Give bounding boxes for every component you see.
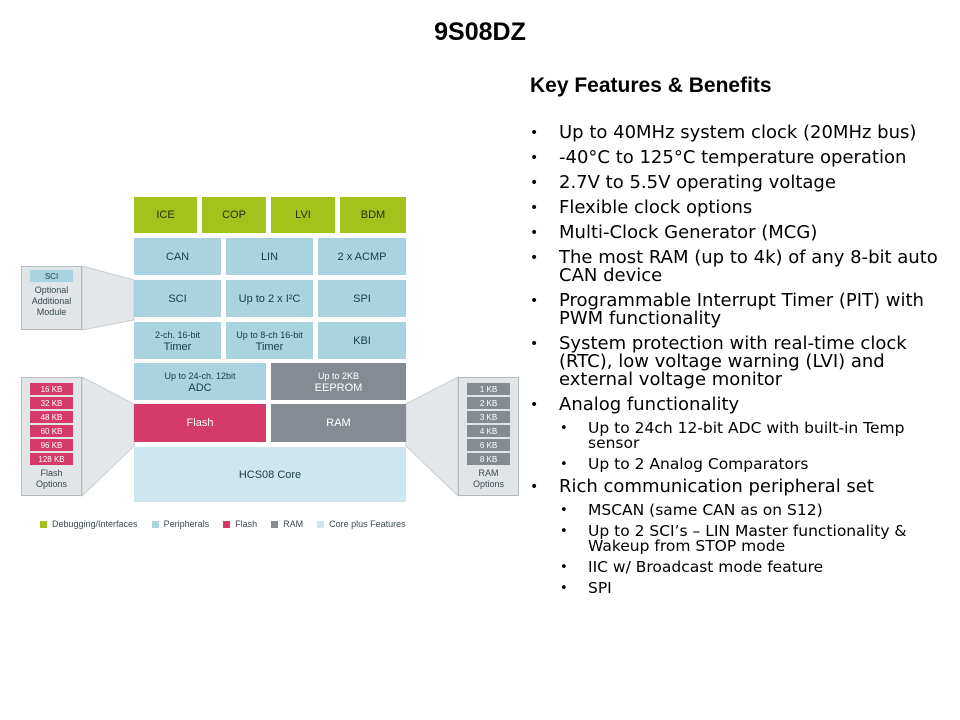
flash-options-caption: Flash Options (22, 468, 81, 490)
legend-label: RAM (283, 519, 304, 529)
legend-item: Flash (223, 519, 257, 529)
ram-option-chip: 4 KB (467, 425, 510, 437)
feature-subitem: Up to 24ch 12-bit ADC with built-in Temp… (530, 420, 950, 451)
key-features-heading: Key Features & Benefits (530, 74, 772, 97)
ice-block: ICE (134, 197, 197, 233)
feature-subitem: MSCAN (same CAN as on S12) (530, 502, 950, 518)
flash-options-caption-line: Flash (40, 468, 63, 478)
acmp-block: 2 x ACMP (318, 238, 406, 275)
legend-label: Flash (235, 519, 258, 529)
feature-item: -40°C to 125°C temperature operation (530, 149, 950, 168)
eeprom-detail: Up to 2KB (317, 370, 360, 381)
timer-8ch-detail: Up to 8-ch 16-bit (236, 329, 303, 340)
flash-option-chip: 96 KB (30, 439, 73, 451)
sci-option-connector (81, 265, 135, 331)
ram-options-panel: 1 KB 2 KB 3 KB 4 KB 6 KB 8 KB RAM Options (458, 377, 519, 496)
feature-item: Analog functionality (530, 396, 950, 415)
legend-item: RAM (271, 519, 303, 529)
sci-option-panel: SCI Optional Additional Module (21, 266, 82, 330)
eeprom-block: Up to 2KB EEPROM (271, 363, 406, 400)
slide-title: 9S08DZ (434, 18, 526, 46)
timer-2ch-label: Timer (163, 340, 192, 353)
flash-options-panel: 16 KB 32 KB 48 KB 60 KB 96 KB 128 KB Flash Op… (21, 377, 82, 496)
bdm-block: BDM (340, 197, 406, 233)
diagram-legend: Debugging/Interfaces Peripherals Flash RAM C… (40, 519, 420, 529)
lvi-block: LVI (271, 197, 335, 233)
timer-2ch-block: 2-ch. 16-bit Timer (134, 322, 221, 359)
sci-option-caption: Optional Additional Module (22, 285, 81, 318)
adc-detail: Up to 24-ch. 12bit (164, 370, 236, 381)
legend-swatch (271, 520, 279, 528)
key-features-list: Up to 40MHz system clock (20MHz bus) -40°… (530, 124, 950, 602)
feature-item: 2.7V to 5.5V operating voltage (530, 174, 950, 193)
ram-options-caption: RAM Options (459, 468, 518, 490)
i2c-block: Up to 2 x I²C (226, 280, 313, 317)
sci-option-caption-line: Optional (34, 285, 69, 295)
flash-option-connector (81, 376, 135, 498)
sci-option-caption-line: Module (36, 307, 67, 317)
ram-option-chip: 2 KB (467, 397, 510, 409)
sci-block: SCI (134, 280, 221, 317)
timer-8ch-block: Up to 8-ch 16-bit Timer (226, 322, 313, 359)
eeprom-label: EEPROM (314, 381, 363, 394)
feature-subitem: IIC w/ Broadcast mode feature (530, 559, 950, 575)
legend-swatch (223, 520, 231, 528)
feature-item: Flexible clock options (530, 199, 950, 218)
legend-label: Peripherals (163, 519, 210, 529)
legend-item: Core plus Features (317, 519, 406, 529)
feature-subitem: Up to 2 SCI’s – LIN Master functionality… (530, 523, 950, 554)
flash-option-chip: 48 KB (30, 411, 73, 423)
flash-block: Flash (134, 404, 266, 442)
timer-2ch-detail: 2-ch. 16-bit (154, 329, 201, 340)
flash-option-chip: 16 KB (30, 383, 73, 395)
ram-option-chip: 8 KB (467, 453, 510, 465)
ram-option-chip: 1 KB (467, 383, 510, 395)
ram-block: RAM (271, 404, 406, 442)
ram-options-caption-line: Options (472, 479, 505, 489)
spi-block: SPI (318, 280, 406, 317)
legend-label: Core plus Features (329, 519, 406, 529)
feature-item: Rich communication peripheral set (530, 478, 950, 497)
feature-item: Programmable Interrupt Timer (PIT) with … (530, 292, 950, 328)
adc-label: ADC (188, 381, 212, 394)
timer-8ch-label: Timer (255, 340, 284, 353)
feature-item: System protection with real-time clock (… (530, 335, 950, 389)
flash-option-chip: 128 KB (30, 453, 73, 465)
feature-subitem: SPI (530, 580, 950, 596)
legend-item: Debugging/Interfaces (40, 519, 138, 529)
kbi-block: KBI (318, 322, 406, 359)
ram-option-chip: 3 KB (467, 411, 510, 423)
flash-option-chip: 60 KB (30, 425, 73, 437)
sci-option-caption-line: Additional (31, 296, 72, 306)
flash-option-chip: 32 KB (30, 397, 73, 409)
ram-options-caption-line: RAM (478, 468, 499, 478)
can-block: CAN (134, 238, 221, 275)
feature-item: Multi-Clock Generator (MCG) (530, 224, 950, 243)
lin-block: LIN (226, 238, 313, 275)
ram-option-chip: 6 KB (467, 439, 510, 451)
adc-block: Up to 24-ch. 12bit ADC (134, 363, 266, 400)
legend-swatch (40, 520, 47, 528)
legend-label: Debugging/Interfaces (52, 519, 138, 529)
legend-item: Peripherals (151, 519, 210, 529)
hcs08-core-block: HCS08 Core (134, 447, 406, 502)
feature-subitem: Up to 2 Analog Comparators (530, 456, 950, 472)
sci-option-chip: SCI (30, 270, 73, 282)
ram-option-connector (405, 376, 459, 498)
legend-swatch (317, 520, 325, 528)
feature-item: Up to 40MHz system clock (20MHz bus) (530, 124, 950, 143)
flash-options-caption-line: Options (35, 479, 68, 489)
legend-swatch (151, 520, 159, 528)
feature-item: The most RAM (up to 4k) of any 8-bit aut… (530, 249, 950, 285)
cop-block: COP (202, 197, 266, 233)
